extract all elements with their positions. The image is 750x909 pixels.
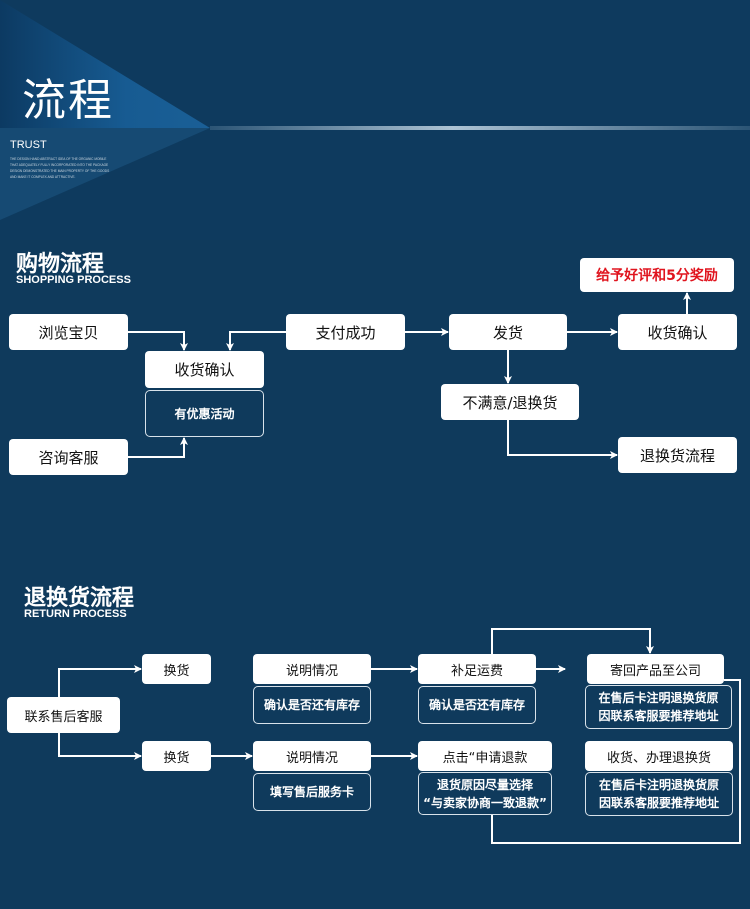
step-explain-top: 说明情况 — [253, 654, 371, 684]
step-receive-process: 收货、办理退换货 — [585, 741, 733, 771]
check-stock-note: 确认是否还有库存 — [253, 686, 371, 724]
note-line: 因联系客服要推荐地址 — [598, 709, 719, 723]
returns-subtitle: RETURN PROCESS — [24, 608, 127, 620]
check-stock-note: 确认是否还有库存 — [418, 686, 536, 724]
step-payment-success: 支付成功 — [286, 314, 405, 350]
refund-reason-note: 退货原因尽量选择 “与卖家协商一致退款” — [418, 772, 552, 815]
trust-label: TRUST — [10, 139, 47, 151]
step-consult: 咨询客服 — [9, 439, 128, 475]
step-confirm-receipt-left: 收货确认 — [145, 351, 264, 388]
step-return-flow: 退换货流程 — [618, 437, 737, 473]
step-apply-refund: 点击“申请退款 — [418, 741, 552, 771]
step-explain-bottom: 说明情况 — [253, 741, 371, 771]
returns-title: 退换货流程 — [24, 586, 135, 611]
step-send-back: 寄回产品至公司 — [587, 654, 724, 684]
shopping-title: 购物流程 — [16, 252, 105, 277]
send-back-note: 在售后卡注明退换货原 因联系客服要推荐地址 — [585, 685, 732, 729]
step-confirm-receipt-right: 收货确认 — [618, 314, 737, 350]
receive-note: 在售后卡注明退换货原 因联系客服要推荐地址 — [585, 772, 733, 816]
header-banner: 流程 TRUST THE DESIGN HAND ABSTRACT IDEA O… — [0, 0, 750, 240]
step-contact-service: 联系售后客服 — [7, 697, 120, 733]
promo-note: 有优惠活动 — [145, 390, 264, 437]
refund-reason-line: 退货原因尽量选择 — [436, 777, 533, 792]
reward-note: 给予好评和5分奖励 — [580, 258, 734, 292]
step-exchange-top: 换货 — [142, 654, 211, 684]
step-exchange-bottom: 换货 — [142, 741, 211, 771]
trust-description: THE DESIGN HAND ABSTRACT IDEA OF THE ORG… — [10, 157, 110, 179]
shopping-subtitle: SHOPPING PROCESS — [16, 274, 131, 286]
page-title: 流程 — [22, 75, 114, 126]
divider — [210, 126, 750, 130]
step-pay-shipping: 补足运费 — [418, 654, 536, 684]
note-line: 因联系客服要推荐地址 — [598, 796, 719, 810]
refund-reason-line: “与卖家协商一致退款” — [423, 795, 547, 810]
step-ship: 发货 — [449, 314, 567, 350]
step-browse: 浏览宝贝 — [9, 314, 128, 350]
fill-card-note: 填写售后服务卡 — [253, 773, 371, 811]
note-line: 在售后卡注明退换货原 — [598, 691, 719, 705]
step-unsatisfied: 不满意/退换货 — [441, 384, 579, 420]
note-line: 在售后卡注明退换货原 — [598, 778, 719, 792]
